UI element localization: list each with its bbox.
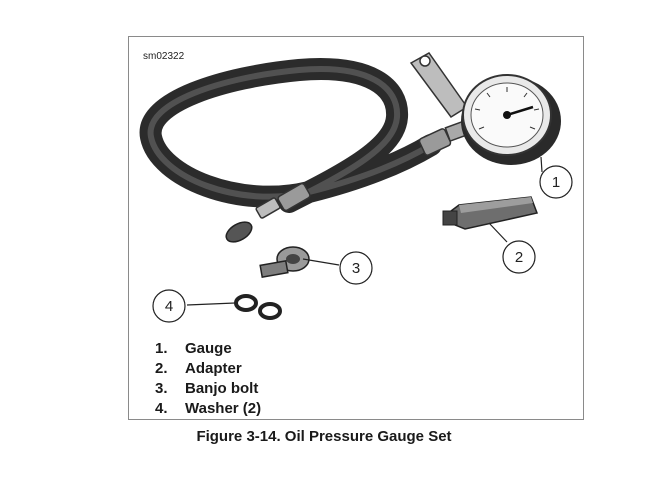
callout-4: 4: [152, 289, 186, 323]
adapter-icon: [442, 196, 539, 230]
legend-item: 1. Gauge: [155, 339, 261, 359]
callout-4-label: 4: [165, 298, 173, 315]
legend-item: 4. Washer (2): [155, 399, 261, 419]
hose-icon: [139, 58, 452, 243]
callout-2: 2: [502, 240, 536, 274]
callout-1-label: 1: [552, 174, 560, 191]
legend-item-number: 4.: [155, 400, 168, 417]
callout-2-label: 2: [515, 249, 523, 266]
legend-item-name: Adapter: [185, 360, 242, 377]
callout-1: 1: [539, 165, 573, 199]
legend-item-name: Gauge: [185, 340, 232, 357]
legend-item: 3. Banjo bolt: [155, 379, 261, 399]
legend-item-number: 2.: [155, 360, 168, 377]
oil-pressure-gauge-set-illustration: 1 2 3 4: [139, 52, 573, 323]
washer-icon: [234, 294, 282, 320]
callout-3: 3: [339, 251, 373, 285]
figure-caption: Figure 3-14. Oil Pressure Gauge Set: [196, 428, 452, 445]
legend-item-name: Washer (2): [185, 400, 262, 417]
legend-item-number: 1.: [155, 340, 168, 357]
parts-legend: 1. Gauge 2. Adapter 3. Banjo bolt 4. Was…: [155, 339, 261, 419]
legend-item: 2. Adapter: [155, 359, 261, 379]
banjo-bolt-icon: [259, 246, 310, 279]
figure-id-label: sm02322: [143, 51, 185, 62]
callout-3-label: 3: [352, 260, 360, 277]
legend-item-number: 3.: [155, 380, 168, 397]
oil-pressure-gauge-icon: [409, 52, 561, 165]
legend-item-name: Banjo bolt: [185, 380, 259, 397]
figure-frame: sm02322: [128, 36, 584, 420]
